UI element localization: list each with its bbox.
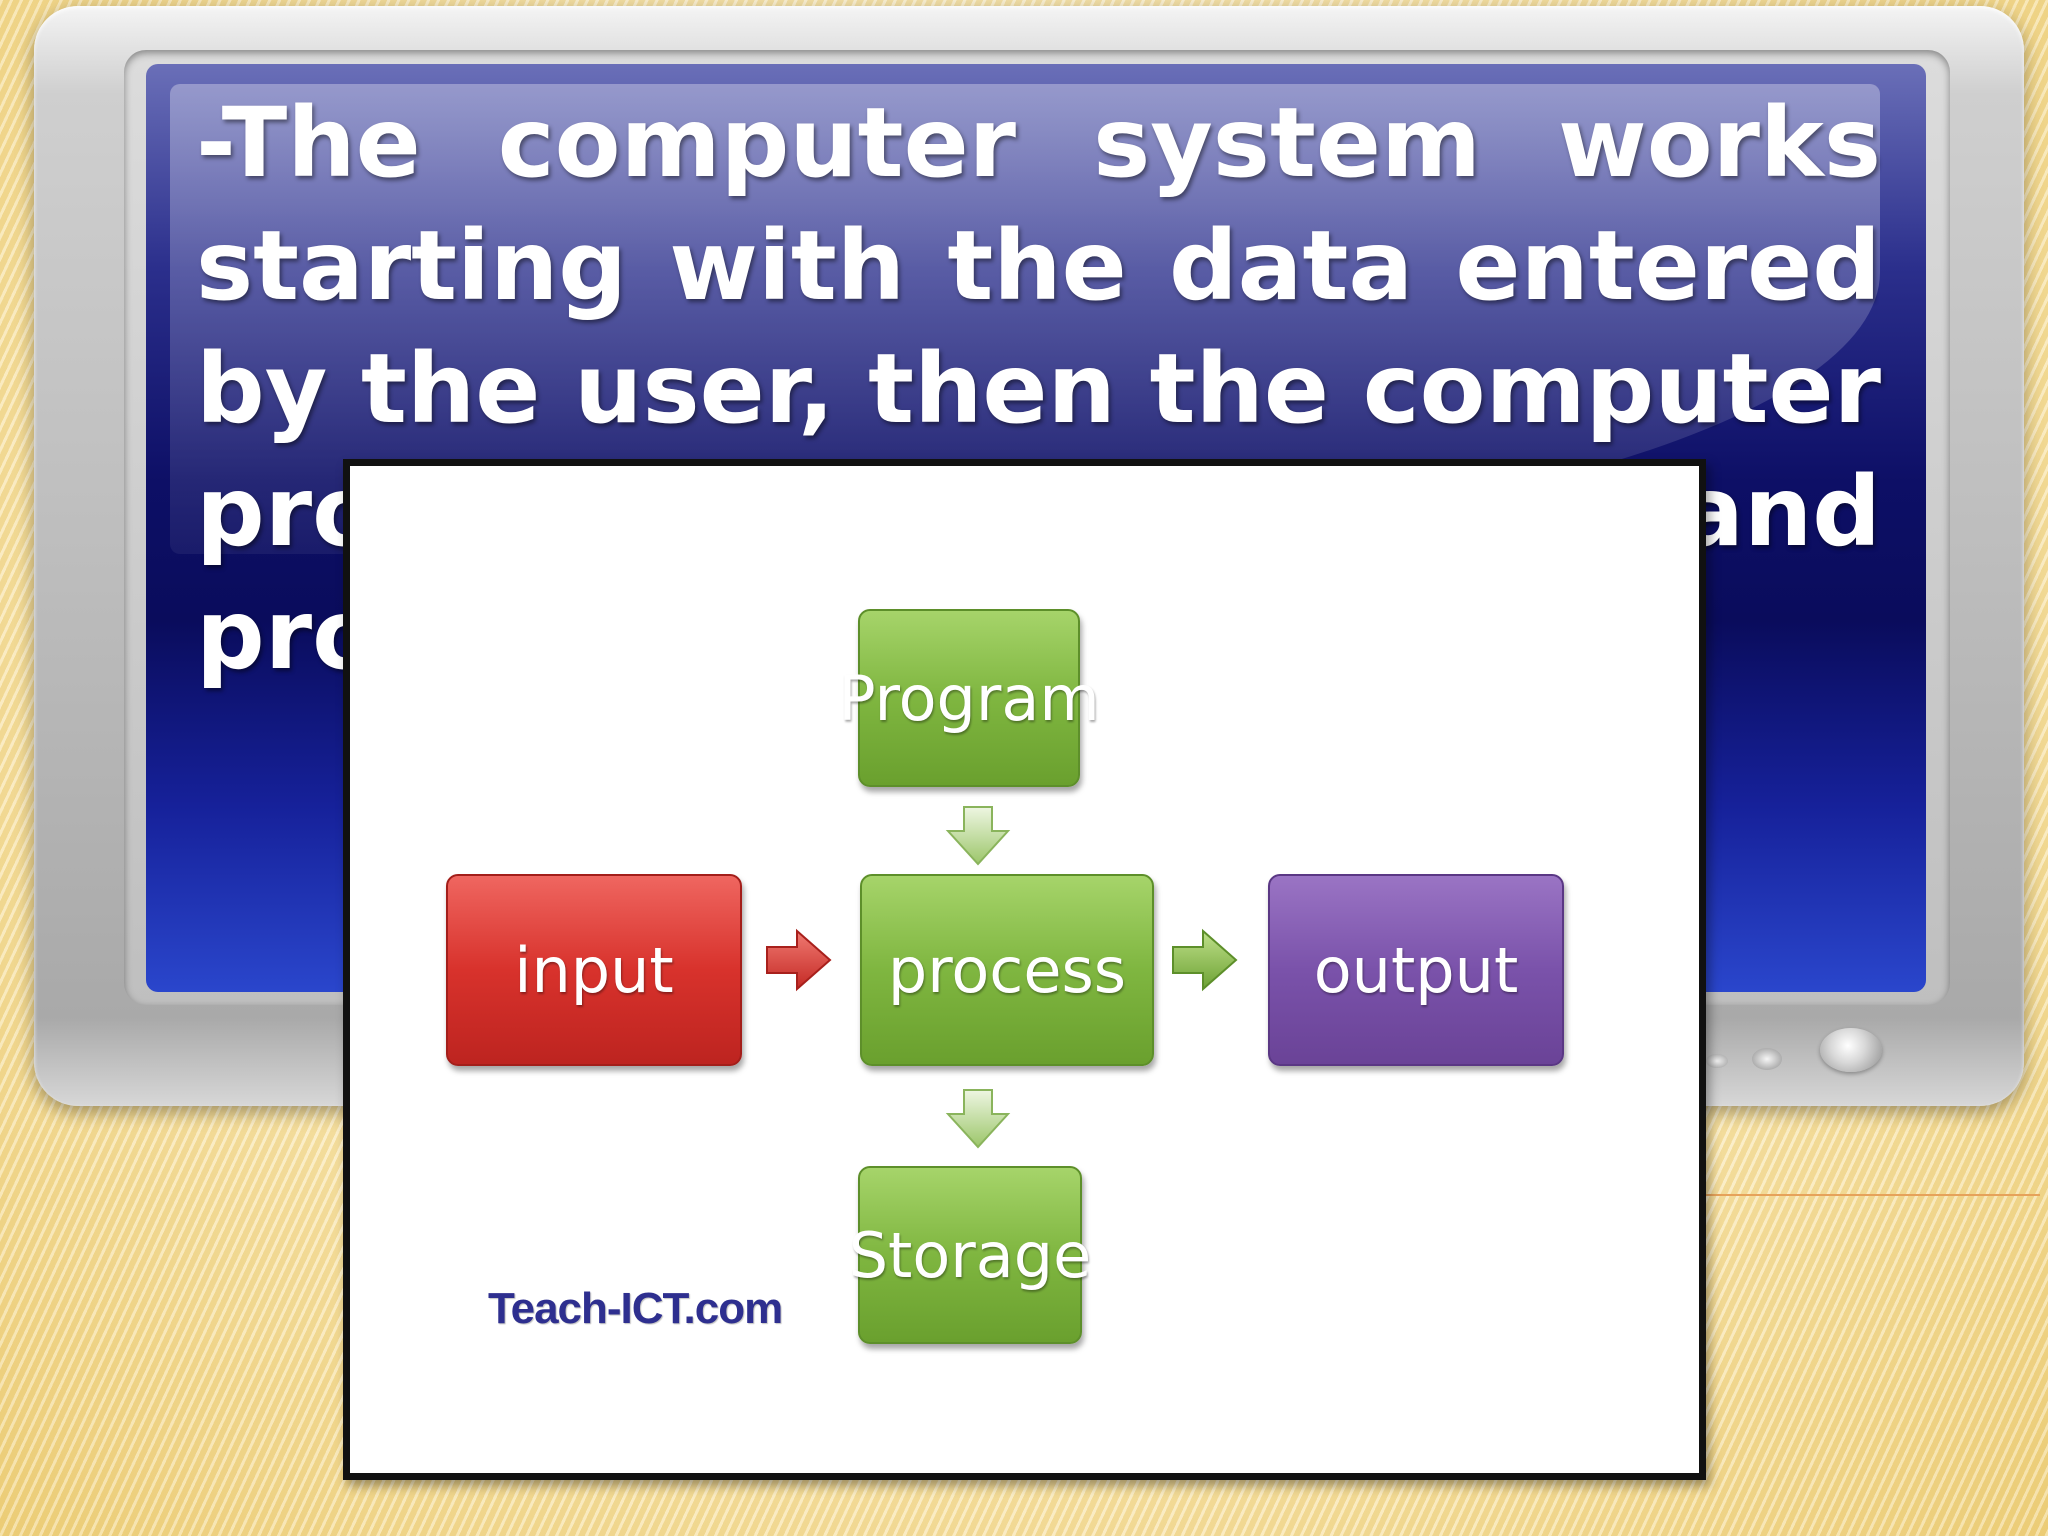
node-process: process [860,874,1154,1066]
ipo-diagram-image: Program input process output Storage Tea… [343,459,1706,1480]
arrow-process-to-output [1172,928,1238,992]
teach-ict-watermark: Teach-ICT.com [488,1284,783,1333]
node-storage: Storage [849,1166,1091,1344]
arrow-input-to-process [766,928,832,992]
monitor-power-button [1820,1028,1882,1072]
node-input: input [446,874,742,1066]
monitor-button-small [1706,1054,1728,1068]
arrow-process-to-storage [945,1089,1011,1149]
node-program: Program [838,609,1100,787]
diagram-arrows [766,806,1238,1149]
arrow-program-to-process [945,806,1011,866]
divider-line [1700,1194,2040,1196]
monitor-button-medium [1752,1048,1782,1070]
node-output: output [1268,874,1564,1066]
